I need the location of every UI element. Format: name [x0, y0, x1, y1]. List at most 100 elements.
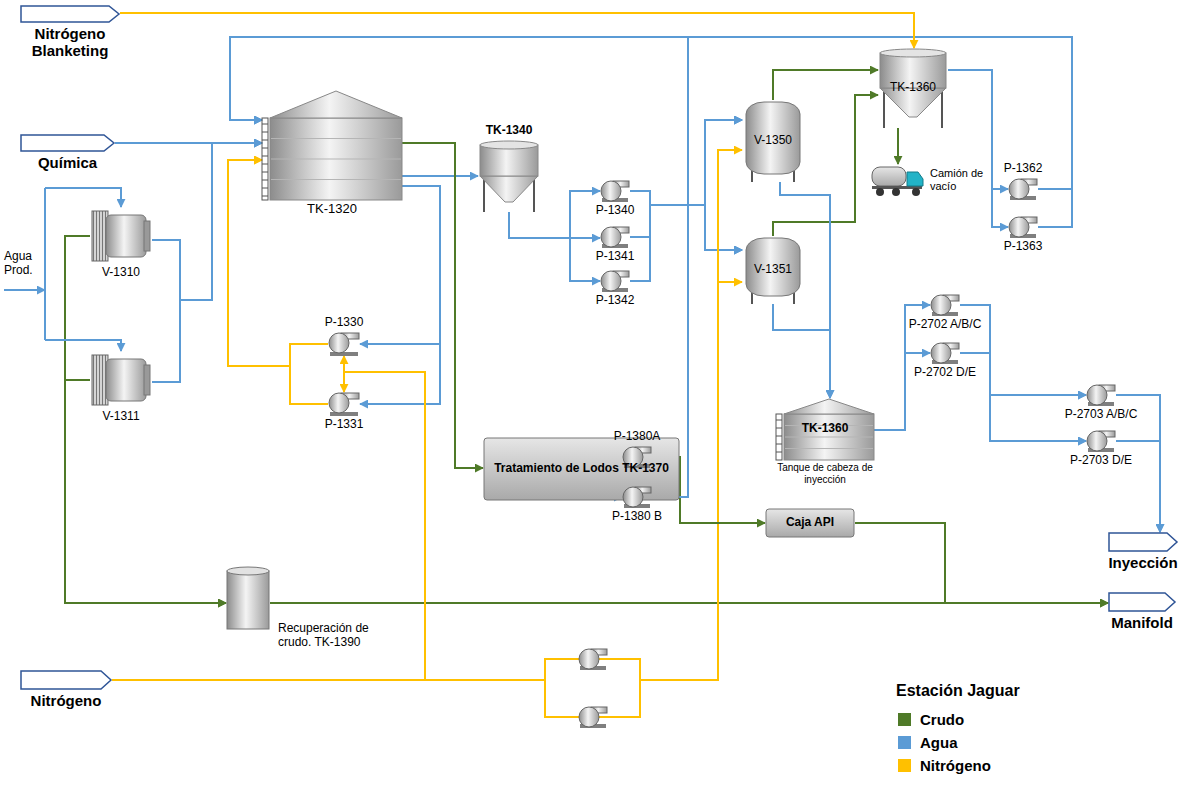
- pipe-line: [630, 205, 742, 281]
- pump-casing: [329, 393, 349, 413]
- vacuum-truck-outline: [872, 164, 924, 196]
- pump-casing: [1009, 217, 1029, 237]
- equipment-label: P-1342: [596, 294, 635, 308]
- pump-casing: [931, 343, 951, 363]
- storage-tank: TK-1360Tanque de cabeza de inyección: [776, 398, 874, 460]
- pump-casing: [1087, 385, 1107, 405]
- tank-ladder: [776, 414, 782, 460]
- pipe-line: [112, 372, 425, 680]
- equipment-label: P-1340: [596, 204, 635, 218]
- storage-tank-outline: [262, 90, 402, 200]
- truck-wheel: [912, 188, 920, 196]
- pump-casing: [1009, 179, 1029, 199]
- separator-vessel-outline: [90, 208, 152, 264]
- pipe-line: [630, 120, 742, 205]
- pipe-line: [65, 236, 226, 603]
- pump-base: [624, 464, 650, 468]
- stream-terminal-outline: [1108, 532, 1178, 552]
- truck-cab: [907, 172, 923, 186]
- pipe-line: [630, 191, 742, 250]
- pressure-vessel: V-1350: [742, 100, 804, 182]
- pump-symbol-outline: [600, 180, 630, 202]
- cone-tank-outline: [478, 140, 540, 212]
- equipment-label: Camión de vacío: [930, 167, 986, 192]
- pump-symbol: P-1341: [600, 226, 630, 248]
- pump-symbol: P-1331: [328, 392, 360, 416]
- equipment-label: TK-1340: [486, 124, 533, 138]
- ladder-rung: [262, 140, 268, 141]
- pipe-line: [630, 120, 742, 237]
- tank-band: [785, 437, 873, 438]
- ladder-rail: [262, 118, 268, 200]
- equipment-label: Tanque de cabeza de inyección: [765, 462, 885, 485]
- pump-symbol-outline: [1086, 384, 1116, 406]
- tank-leg: [883, 88, 885, 128]
- tank-band: [785, 448, 873, 449]
- equipment-label: V-1351: [750, 263, 796, 277]
- ladder-rung: [262, 196, 268, 197]
- tank-body: [270, 118, 402, 200]
- stream-terminal-outline: [20, 670, 112, 690]
- stream-arrow: [21, 135, 114, 151]
- pipe-line: [360, 186, 440, 344]
- tank-body: [480, 145, 538, 176]
- legend-label: Crudo: [920, 711, 964, 728]
- equipment-label: P-1330: [325, 316, 364, 330]
- ladder-rung: [262, 148, 268, 149]
- pipe-line: [152, 143, 262, 300]
- pump-casing: [601, 181, 621, 201]
- ladder-rung: [262, 188, 268, 189]
- ladder-rung: [776, 436, 782, 437]
- pipe-line: [509, 191, 600, 238]
- equipment-label: V-1311: [102, 410, 139, 424]
- equipment-label: P-1331: [325, 418, 364, 432]
- equipment-label: V-1350: [750, 134, 796, 148]
- pipe-line: [65, 380, 226, 603]
- pressure-vessel: V-1351: [742, 236, 804, 304]
- ladder-rung: [262, 180, 268, 181]
- equipment-label: V-1310: [102, 266, 140, 280]
- ladder-rung: [776, 444, 782, 445]
- pipe-line: [112, 150, 742, 680]
- process-box-shape: [484, 438, 679, 500]
- equipment-label: P-2703 A/B/C: [1065, 408, 1138, 422]
- equipment-label: Nitrógeno Blanketing: [15, 25, 125, 60]
- pump-symbol: P-1363: [1008, 216, 1038, 238]
- pipe-line: [897, 128, 899, 164]
- equipment-label: Inyección: [1108, 554, 1177, 571]
- truck-tank: [872, 167, 906, 186]
- ladder-rung: [776, 428, 782, 429]
- equipment-label: TK-1360: [886, 81, 940, 95]
- pump-symbol: [579, 649, 607, 670]
- pipe-line: [509, 212, 600, 238]
- pump-symbol-outline: [622, 486, 652, 508]
- legend-label: Agua: [920, 734, 958, 751]
- tank-ladder: [262, 118, 268, 200]
- water-feed-line: [44, 188, 46, 340]
- pump-casing: [601, 271, 621, 291]
- tank-top: [480, 141, 538, 149]
- separator-body: [106, 359, 146, 401]
- separator-vessel-outline: [90, 352, 152, 408]
- pump-symbol-outline: [600, 226, 630, 248]
- pipe-line: [230, 37, 1072, 227]
- equipment-label: P-2702 D/E: [914, 366, 976, 380]
- pipe-line: [152, 143, 262, 382]
- pump-symbol-outline: [1008, 216, 1038, 238]
- pipe-line: [112, 356, 425, 680]
- recovery-tank-outline: [226, 566, 270, 630]
- cone-tank: TK-1340: [478, 140, 540, 212]
- pump-symbol: P-1340: [600, 180, 630, 202]
- stream-terminal-outline: [1108, 592, 1176, 612]
- pump-base: [330, 352, 358, 356]
- pump-casing: [579, 649, 599, 669]
- legend-label: Nitrógeno: [920, 757, 991, 774]
- tank-top: [880, 49, 946, 57]
- equipment-label: Tratamiento de Lodos TK-1370: [490, 462, 673, 476]
- equipment-label: TK-1360: [798, 422, 853, 436]
- truck-wheel: [876, 188, 884, 196]
- pipe-line: [120, 13, 914, 48]
- tank-body: [227, 571, 269, 629]
